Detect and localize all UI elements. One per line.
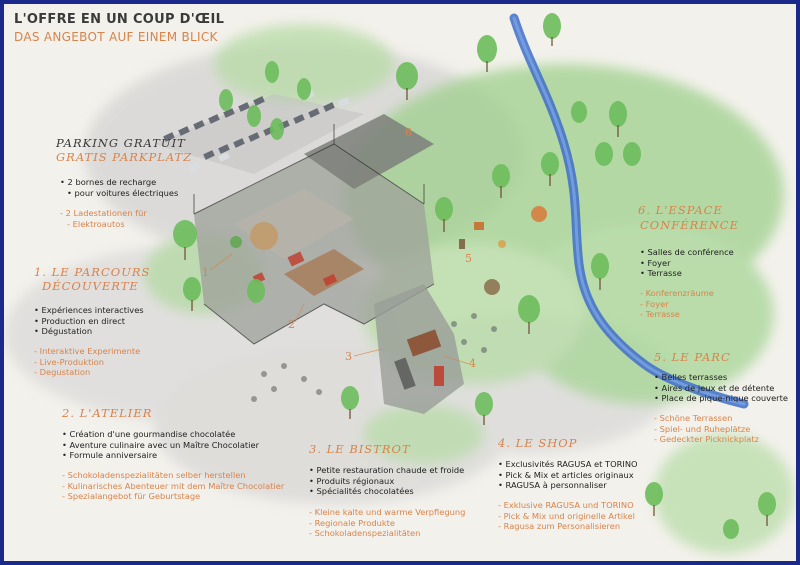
- marker-leaders: [209, 253, 470, 365]
- list-item: Schokoladenspezialitäten selber herstell…: [62, 470, 284, 481]
- parking-list-fr: 2 bornes de recharge pour voitures élect…: [60, 177, 179, 199]
- trees: [173, 13, 776, 539]
- site-map-illustration: [4, 13, 794, 554]
- list-item: Aventure culinaire avec un Maître Chocol…: [62, 440, 259, 451]
- parc-list-fr: Belles terrasses Aires de jeux et de dét…: [654, 372, 788, 404]
- list-item: Ragusa zum Personalisieren: [498, 521, 635, 532]
- map-marker-4: 4: [469, 357, 476, 370]
- conference-list-fr: Salles de conférence Foyer Terrasse: [640, 247, 734, 279]
- conference-heading-line1: 6. L'ESPACE: [638, 203, 723, 217]
- conference-list-de: Konferenzräume Foyer Terrasse: [640, 288, 714, 320]
- parc-list-de: Schöne Terrassen Spiel- und Ruheplätze G…: [654, 413, 759, 445]
- list-item: Aires de jeux et de détente: [654, 383, 788, 394]
- parcours-list-de: Interaktive Experimente Live-Produktion …: [34, 346, 141, 378]
- page-subtitle: DAS ANGEBOT AUF EINEM BLICK: [14, 30, 218, 44]
- shop-list-de: Exklusive RAGUSA und TORINO Pick & Mix u…: [498, 500, 635, 532]
- list-item: Foyer: [640, 258, 734, 269]
- shop-heading: 4. LE SHOP: [498, 436, 578, 450]
- atelier-heading: 2. L'ATELIER: [62, 406, 153, 420]
- list-item: Live-Produktion: [34, 357, 140, 368]
- atelier-list-de: Schokoladenspezialitäten selber herstell…: [62, 470, 285, 502]
- list-item: Degustation: [34, 367, 140, 378]
- list-item: Belles terrasses: [654, 372, 788, 383]
- list-item: Terrasse: [640, 309, 714, 320]
- list-item: RAGUSA à personnaliser: [498, 480, 638, 491]
- list-item: Création d'une gourmandise chocolatée: [62, 429, 259, 440]
- list-item: Pick & Mix et articles originaux: [498, 470, 638, 481]
- list-item: Kleine kalte und warme Verpflegung: [309, 507, 466, 518]
- list-item: Terrasse: [640, 268, 734, 279]
- bistrot-list-de: Kleine kalte und warme Verpflegung Regio…: [309, 507, 466, 539]
- list-item: Dégustation: [34, 326, 144, 337]
- bistrot-list-fr: Petite restauration chaude et froide Pro…: [309, 465, 465, 497]
- list-item: pour voitures électriques: [60, 188, 179, 199]
- page-title: L'OFFRE EN UN COUP D'ŒIL: [14, 12, 225, 27]
- map-marker-6: 6: [405, 126, 412, 139]
- map-marker-3: 3: [345, 350, 352, 363]
- list-item: Exclusivités RAGUSA et TORINO: [498, 459, 638, 470]
- list-item: Spezialangebot für Geburtstage: [62, 491, 284, 502]
- list-item: Expériences interactives: [34, 305, 144, 316]
- shop-list-fr: Exclusivités RAGUSA et TORINO Pick & Mix…: [498, 459, 638, 491]
- list-item: Salles de conférence: [640, 247, 734, 258]
- list-item: Spécialités chocolatées: [309, 486, 464, 497]
- list-item: Petite restauration chaude et froide: [309, 465, 465, 476]
- parking-lot: [154, 90, 364, 174]
- building-complex: [193, 114, 464, 414]
- map-marker-1: 1: [202, 266, 209, 279]
- list-item: Regionale Produkte: [309, 518, 465, 529]
- bistrot-heading: 3. LE BISTROT: [309, 442, 411, 456]
- parcours-heading-line2: DÉCOUVERTE: [42, 279, 139, 293]
- playground: [459, 206, 547, 295]
- parking-heading-fr: PARKING GRATUIT: [56, 136, 186, 150]
- list-item: 2 bornes de recharge: [60, 177, 178, 188]
- list-item: Spiel- und Ruheplätze: [654, 424, 759, 435]
- map-marker-5: 5: [465, 252, 472, 265]
- map-marker-2: 2: [288, 318, 295, 331]
- list-item: Interaktive Experimente: [34, 346, 141, 357]
- list-item: Pick & Mix und originelle Artikel: [498, 511, 635, 522]
- list-item: Formule anniversaire: [62, 450, 259, 461]
- list-item: Produits régionaux: [309, 476, 464, 487]
- parcours-heading-line1: 1. LE PARCOURS: [34, 265, 151, 279]
- list-item: Kulinarisches Abenteuer mit dem Maître C…: [62, 481, 285, 492]
- list-item: Production en direct: [34, 316, 144, 327]
- list-item: Place de pique-nique couverte: [654, 393, 788, 404]
- list-item: Schokoladenspezialitäten: [309, 528, 465, 539]
- list-item: Exklusive RAGUSA und TORINO: [498, 500, 635, 511]
- terrace-tables: [251, 313, 497, 402]
- conference-heading-line2: CONFÉRENCE: [640, 218, 739, 232]
- parking-list-de: 2 Ladestationen für Elektroautos: [60, 208, 147, 229]
- parcours-list-fr: Expériences interactives Production en d…: [34, 305, 144, 337]
- atelier-list-fr: Création d'une gourmandise chocolatée Av…: [62, 429, 259, 461]
- list-item: Elektroautos: [60, 219, 147, 230]
- parc-heading: 5. LE PARC: [654, 350, 731, 364]
- list-item: Konferenzräume: [640, 288, 714, 299]
- list-item: Foyer: [640, 299, 714, 310]
- list-item: Schöne Terrassen: [654, 413, 759, 424]
- list-item: Gedeckter Picknickplatz: [654, 434, 759, 445]
- parking-heading-de: GRATIS PARKPLATZ: [56, 150, 193, 164]
- list-item: 2 Ladestationen für: [60, 208, 147, 219]
